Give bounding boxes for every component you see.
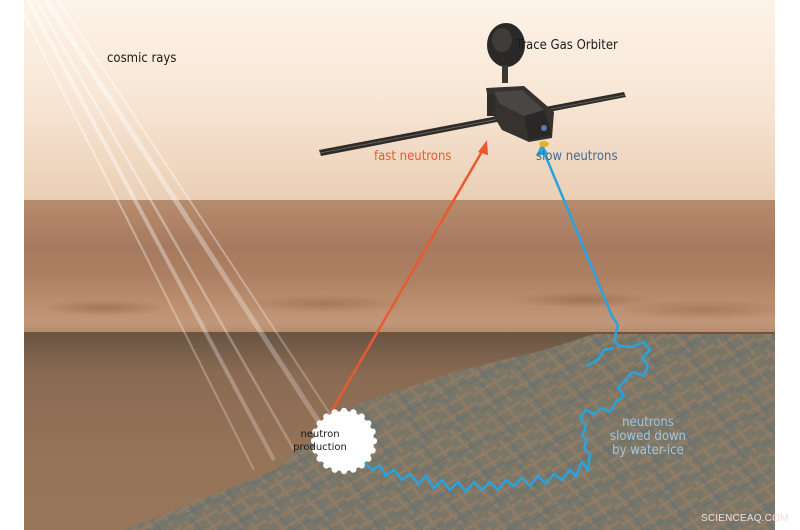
mars-sky (24, 0, 775, 210)
label-neutrons-slowed-by-ice: neutrons slowed down by water-ice (610, 416, 686, 458)
cosmic-rays-beams (24, 0, 335, 471)
label-fast-neutrons: fast neutrons (374, 149, 452, 164)
horizon (24, 200, 775, 210)
neutron-production-badge-shape (310, 407, 378, 475)
label-ice-line1: neutrons (622, 415, 674, 430)
fast-neutron-path (329, 140, 488, 413)
spacecraft-trace-gas-orbiter (319, 23, 626, 156)
label-neutron-production-line1: neutron (300, 429, 340, 440)
water-ice-layer (124, 334, 775, 530)
watermark: SCIENCEAQ.COM (701, 513, 789, 524)
label-cosmic-rays: cosmic rays (107, 51, 177, 66)
diagram-frame (24, 0, 775, 530)
diagram-overlay (24, 0, 775, 530)
label-slow-neutrons: slow neutrons (536, 149, 618, 164)
surface-boundary (24, 332, 775, 335)
label-ice-line3: by water-ice (612, 443, 684, 458)
label-neutron-production: neutron production (287, 408, 353, 474)
slow-neutron-path (363, 143, 652, 495)
starburst-icon (310, 407, 378, 475)
label-neutron-production-line2: production (293, 442, 347, 453)
label-trace-gas-orbiter: Trace Gas Orbiter (516, 38, 618, 53)
label-ice-line2: slowed down (610, 429, 686, 444)
